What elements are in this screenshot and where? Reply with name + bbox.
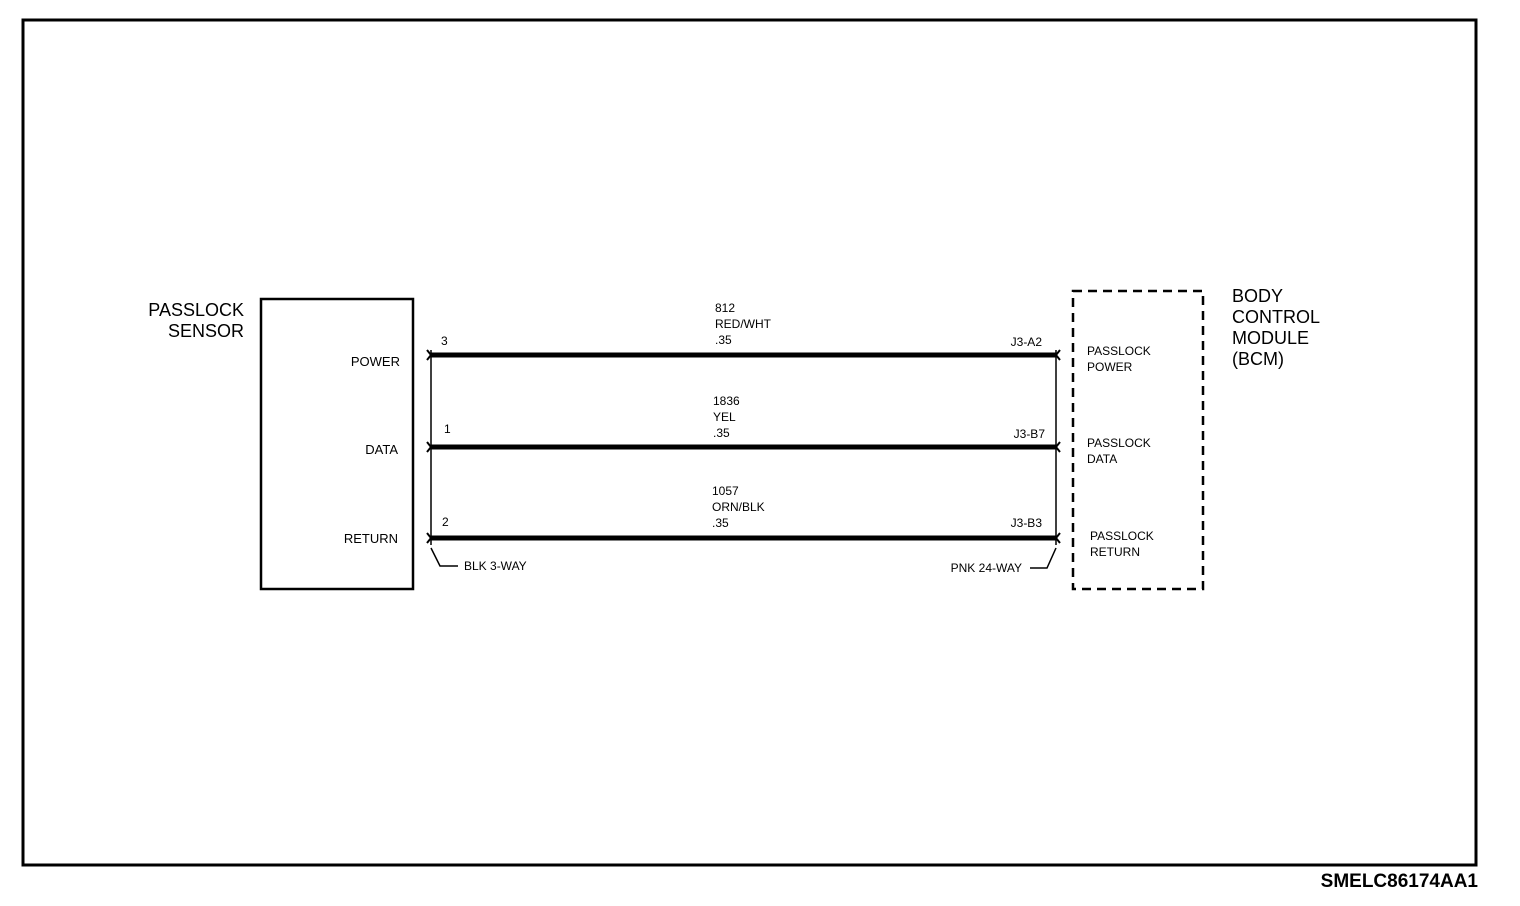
wire-color-power: RED/WHT: [715, 317, 771, 331]
sensor-pin-number-return: 2: [442, 515, 449, 529]
connector-mark-bcm-power: [1054, 349, 1061, 361]
bcm-title-line3: MODULE: [1232, 328, 1310, 348]
sensor-pin-return: RETURN: [343, 531, 398, 546]
bcm-pin-return: PASSLOCK RETURN: [1090, 528, 1154, 560]
bcm-terminal-return: J3-B3: [1010, 516, 1042, 530]
bcm-pin-power-line2: POWER: [1087, 360, 1133, 374]
bcm-pin-data-line2: DATA: [1087, 452, 1118, 466]
wire-circuit-return: 1057: [712, 484, 739, 498]
sensor-title-line1: PASSLOCK: [148, 300, 244, 320]
bcm-title: BODY CONTROL MODULE (BCM): [1232, 286, 1320, 370]
wire-spec-return: 1057 ORN/BLK .35: [712, 483, 765, 531]
connector-mark-bcm-return: [1054, 532, 1061, 544]
sensor-title-line2: SENSOR: [167, 321, 244, 341]
bcm-terminal-power: J3-A2: [1010, 335, 1042, 349]
bcm-title-line4: (BCM): [1232, 349, 1284, 369]
sensor-pin-data: DATA: [365, 442, 398, 457]
bcm-title-line2: CONTROL: [1232, 307, 1321, 327]
sensor-connector-label: BLK 3-WAY: [464, 559, 527, 573]
sensor-pin-number-power: 3: [441, 334, 448, 348]
wire-gauge-power: .35: [715, 333, 732, 347]
wire-color-data: YEL: [713, 410, 736, 424]
wire-circuit-data: 1836: [713, 394, 740, 408]
bcm-connector-label: PNK 24-WAY: [950, 561, 1022, 575]
connector-mark-sensor-data: [426, 441, 433, 453]
bcm-pin-power-line1: PASSLOCK: [1087, 344, 1151, 358]
diagram-frame: [21, 18, 1478, 867]
connector-mark-bcm-data: [1054, 441, 1061, 453]
sensor-connector-leader: [430, 547, 458, 567]
connector-mark-sensor-return: [426, 532, 433, 544]
bcm-title-line1: BODY: [1232, 286, 1284, 306]
connector-mark-sensor-power: [426, 349, 433, 361]
bcm-pin-power: PASSLOCK POWER: [1087, 343, 1151, 375]
bcm-connector-leader: [1030, 547, 1057, 569]
wire-circuit-power: 812: [715, 301, 736, 315]
wire-color-return: ORN/BLK: [712, 500, 765, 514]
bcm-pin-data: PASSLOCK DATA: [1087, 435, 1151, 467]
bcm-box: [1071, 289, 1205, 591]
wire-spec-data: 1836 YEL .35: [713, 393, 740, 441]
wire-gauge-data: .35: [713, 426, 730, 440]
bcm-pin-data-line1: PASSLOCK: [1087, 436, 1151, 450]
sensor-pin-power: POWER: [350, 354, 400, 369]
drawing-id: SMELC86174AA1: [1320, 871, 1478, 892]
bcm-pin-return-line2: RETURN: [1090, 545, 1140, 559]
bcm-terminal-data: J3-B7: [1013, 427, 1045, 441]
bcm-pin-return-line1: PASSLOCK: [1090, 529, 1154, 543]
sensor-title: PASSLOCK SENSOR: [120, 300, 244, 342]
passlock-sensor-box: [259, 297, 415, 591]
wire-gauge-return: .35: [712, 516, 729, 530]
sensor-pin-number-data: 1: [444, 422, 451, 436]
wire-spec-power: 812 RED/WHT .35: [715, 300, 771, 348]
